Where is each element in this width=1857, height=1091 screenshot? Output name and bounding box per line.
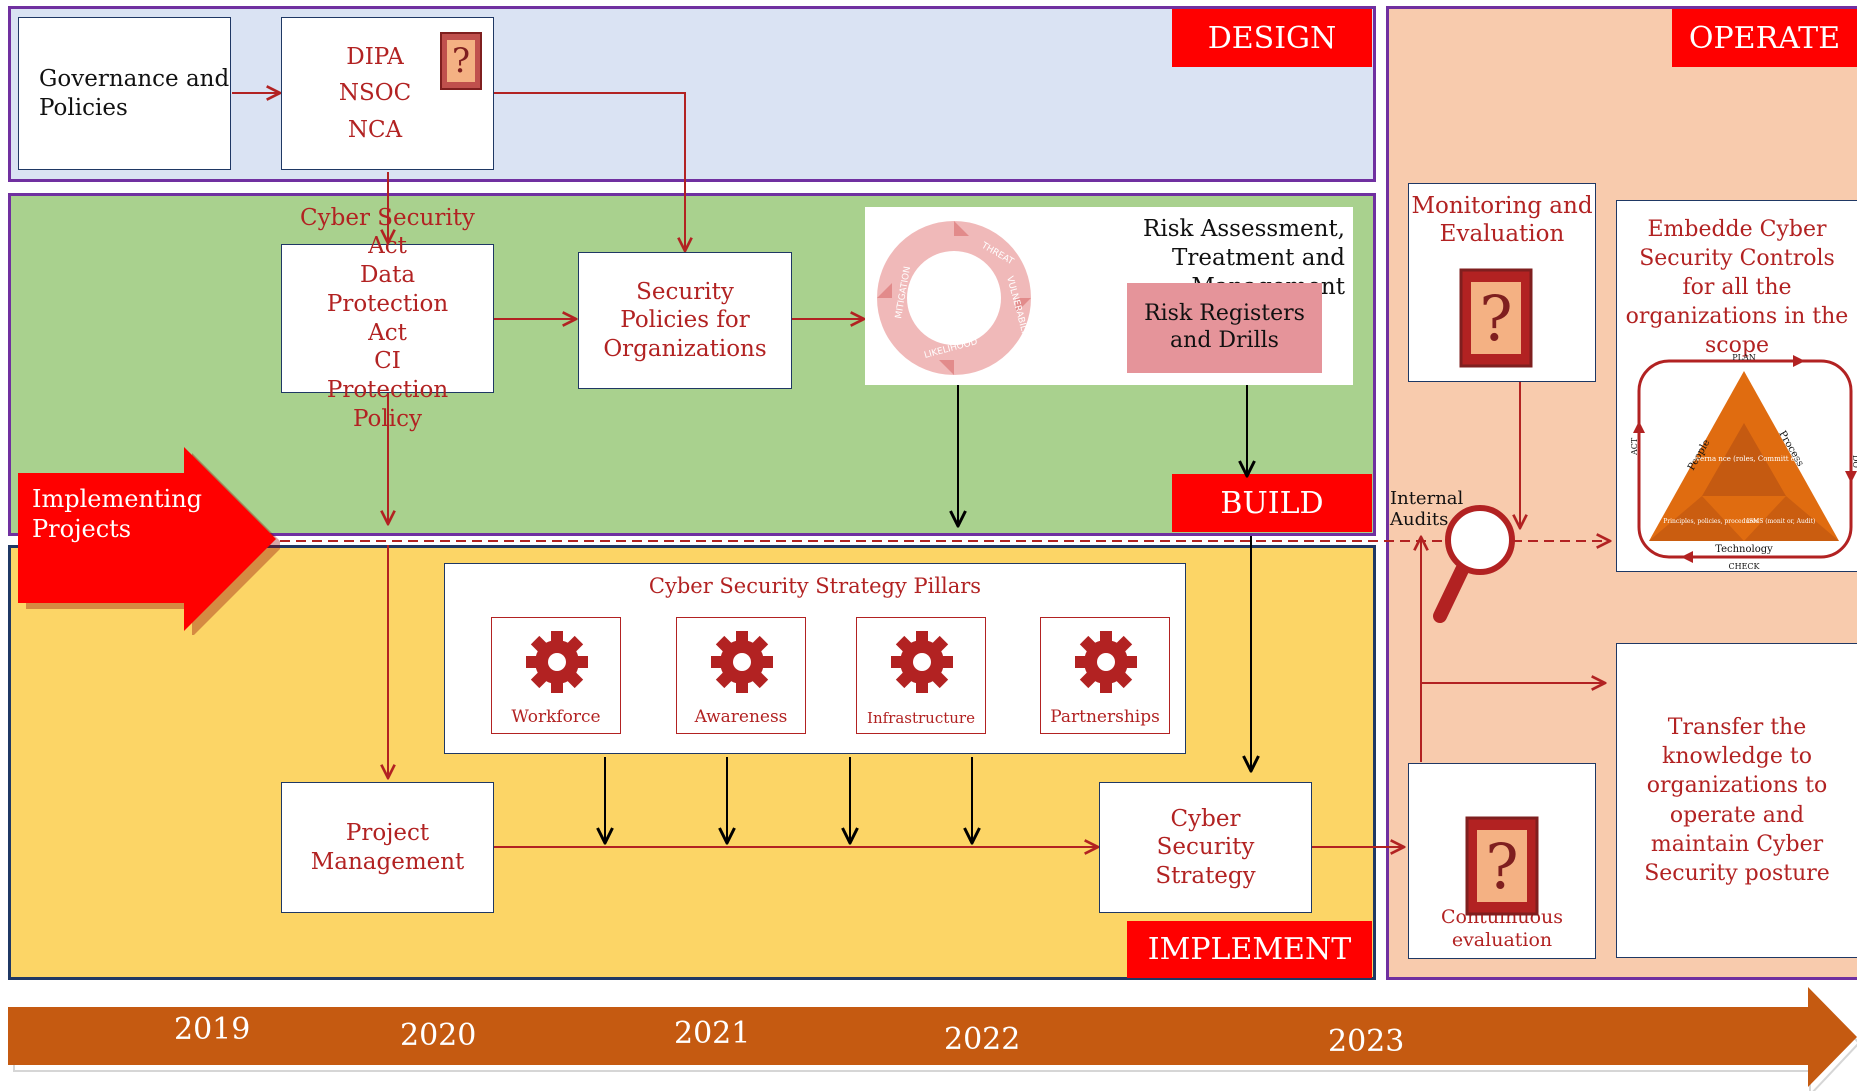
governance-box: Governance and Policies — [18, 17, 231, 170]
continuous-evaluation-box: Contuinuous evaluation ? — [1408, 763, 1596, 959]
document-question-icon: ? — [440, 32, 482, 90]
pillar-infrastructure: Infrastructure — [856, 617, 986, 734]
operate-tag: OPERATE — [1672, 9, 1857, 67]
pillar-workforce: Workforce — [491, 617, 621, 734]
svg-text:?: ? — [1479, 282, 1512, 355]
pillar-awareness: Awareness — [676, 617, 806, 734]
implement-tag: IMPLEMENT — [1127, 921, 1372, 978]
risk-registers-label: Risk Registers and Drills — [1144, 301, 1305, 353]
gear-icon — [711, 631, 773, 693]
transfer-knowledge-box: Transfer the knowledge to organizations … — [1616, 643, 1857, 958]
magnifier-icon — [1433, 505, 1515, 623]
pdca-do: DO — [1851, 455, 1857, 468]
cyber-security-strategy-box: Cyber Security Strategy — [1099, 782, 1312, 913]
timeline-arrow — [8, 987, 1857, 1091]
document-question-icon: ? — [1465, 816, 1539, 916]
pdca-principles: Principles, policies, procedures — [1663, 518, 1759, 525]
embedded-controls-box: Embedde Cyber Security Controls for all … — [1616, 200, 1857, 572]
year-2022: 2022 — [944, 1022, 1021, 1057]
authority-nsoc: NSOC — [338, 80, 412, 107]
pillar-workforce-label: Workforce — [511, 707, 601, 727]
monitoring-box: Monitoring and Evaluation ? — [1408, 183, 1596, 382]
svg-text:?: ? — [452, 41, 470, 81]
monitoring-label: Monitoring and Evaluation — [1411, 193, 1593, 248]
build-tag: BUILD — [1172, 474, 1372, 532]
internal-audits-label: Internal Audits — [1390, 488, 1464, 530]
gear-icon — [526, 631, 588, 693]
svg-text:?: ? — [1485, 830, 1518, 903]
act-data-protection: Data Protection Act — [326, 262, 449, 346]
document-question-icon: ? — [1459, 268, 1533, 368]
security-policies-label: Security Policies for Organizations — [603, 279, 767, 362]
embedded-controls-label: Embedde Cyber Security Controls for all … — [1625, 217, 1849, 359]
governance-label: Governance and Policies — [39, 66, 230, 121]
act-ci-protection: CI Protection Policy — [326, 348, 449, 432]
gear-icon — [1075, 631, 1137, 693]
year-2020: 2020 — [400, 1018, 477, 1053]
implementing-projects-arrow — [18, 447, 280, 635]
pdca-act: ACT — [1631, 437, 1639, 456]
pdca-check: CHECK — [1728, 562, 1760, 571]
gear-icon — [891, 631, 953, 693]
authorities-box: DIPA NSOC NCA ? — [281, 17, 494, 170]
acts-box: Cyber Security Act Data Protection Act C… — [281, 205, 494, 432]
cyber-security-strategy-label: Cyber Security Strategy — [1155, 806, 1256, 889]
pdca-technology: Technology — [1715, 544, 1773, 555]
pillars-title: Cyber Security Strategy Pillars — [648, 574, 982, 598]
risk-cycle-icon: THREAT VULNERABILITY LIKELIHOOD MITIGATI… — [877, 221, 1032, 375]
transfer-knowledge-label: Transfer the knowledge to organizations … — [1644, 715, 1830, 886]
pdca-plan: PLAN — [1732, 353, 1755, 362]
design-tag: DESIGN — [1172, 9, 1372, 67]
implementing-projects-label: Implementing Projects — [32, 485, 203, 543]
project-management-label: Project Management — [310, 820, 465, 875]
authority-nca: NCA — [347, 116, 403, 143]
pillar-infrastructure-label: Infrastructure — [867, 709, 975, 727]
pdca-cycle-diagram: PLAN DO CHECK ACT People Process Technol… — [1631, 353, 1857, 571]
risk-assessment-box: THREAT VULNERABILITY LIKELIHOOD MITIGATI… — [865, 207, 1353, 385]
year-2019: 2019 — [174, 1012, 251, 1047]
risk-registers-box: Risk Registers and Drills — [1127, 283, 1322, 373]
security-policies-box: Security Policies for Organizations — [578, 252, 792, 389]
pdca-governance: Governa nce (roles, Committ ee) — [1686, 455, 1802, 463]
year-2023: 2023 — [1328, 1024, 1405, 1059]
pillar-partnerships-label: Partnerships — [1050, 707, 1160, 727]
pillar-awareness-label: Awareness — [694, 707, 788, 727]
year-2021: 2021 — [674, 1016, 751, 1051]
act-cyber-security: Cyber Security Act — [300, 204, 475, 260]
pillar-partnerships: Partnerships — [1040, 617, 1170, 734]
project-management-box: Project Management — [281, 782, 494, 913]
pdca-isms: ISMS (monit or, Audit) — [1747, 518, 1816, 525]
authority-dipa: DIPA — [346, 44, 404, 71]
